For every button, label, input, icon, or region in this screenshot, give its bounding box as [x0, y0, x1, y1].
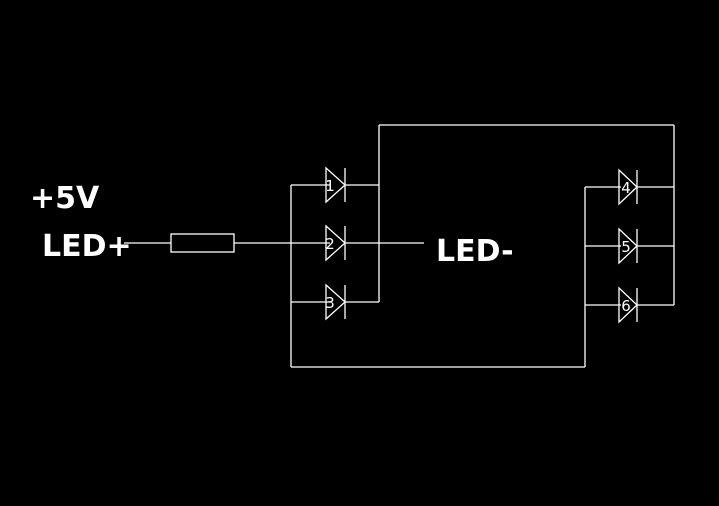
led-2-number: 2: [325, 235, 335, 253]
led-3: [325, 283, 346, 321]
led-4-number: 4: [621, 179, 631, 197]
led-minus-label: LED-: [436, 234, 514, 269]
led-2: [325, 224, 346, 262]
led-plus-label: LED+: [42, 229, 132, 264]
led-6-number: 6: [621, 297, 631, 315]
led-5-number: 5: [621, 238, 631, 256]
led-3-number: 3: [325, 294, 335, 312]
led-4: [618, 168, 638, 206]
led-6: [618, 286, 638, 324]
led-1-number: 1: [325, 177, 335, 195]
led-5: [618, 227, 638, 265]
led-1: [325, 166, 346, 204]
supply-label: +5V: [30, 181, 100, 216]
resistor: [170, 233, 235, 253]
